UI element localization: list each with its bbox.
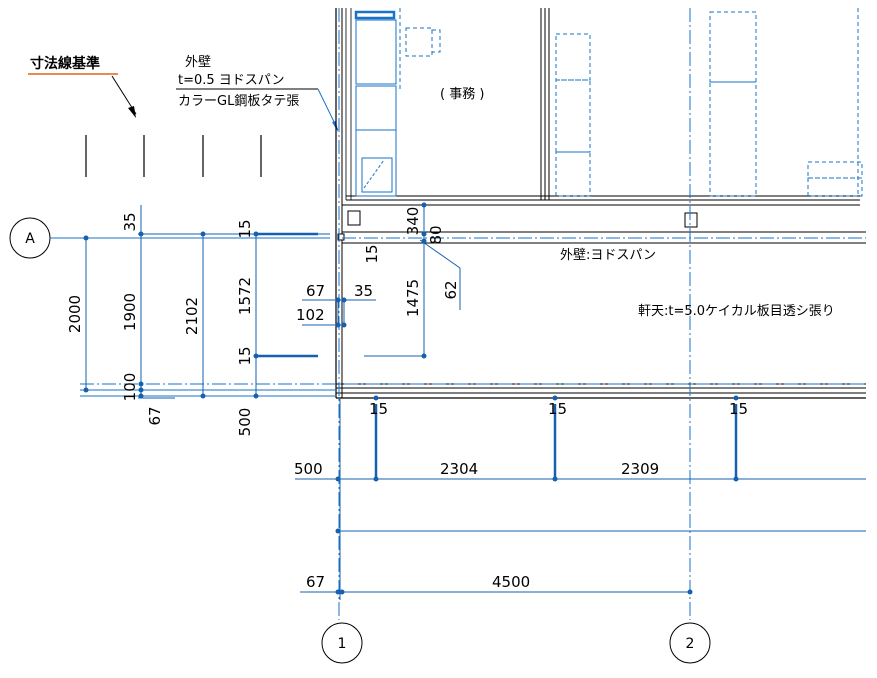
grid-bubble-1 xyxy=(321,622,363,664)
dim-62: 62 xyxy=(442,280,460,299)
dim-100: 100 xyxy=(121,373,139,402)
dim-67-bottom: 67 xyxy=(306,573,325,591)
dim-2102: 2102 xyxy=(183,297,201,335)
grid-label-2: 2 xyxy=(686,636,695,652)
grid-bubble-2 xyxy=(669,622,711,664)
mid-dimension-texts: 67 35 102 15 340 80 1475 62 xyxy=(296,207,460,324)
dim-2309: 2309 xyxy=(621,460,659,478)
grid-label-a: A xyxy=(25,231,35,247)
bottom-dimension-texts: 15 15 15 500 2304 2309 67 4500 xyxy=(294,400,748,591)
dim-80: 80 xyxy=(427,225,445,244)
post-mark-right xyxy=(684,212,698,228)
dim-15-bottom-3: 15 xyxy=(729,400,748,418)
dim-67-mid: 67 xyxy=(306,282,325,300)
dim-2000: 2000 xyxy=(66,295,84,333)
dim-15-bottom-1: 15 xyxy=(369,400,388,418)
cabinet-unit xyxy=(355,19,397,197)
furniture-dashed xyxy=(354,8,863,197)
wall-leader-head xyxy=(332,121,338,132)
grid-center-lines xyxy=(80,8,866,620)
dim-1900: 1900 xyxy=(121,293,139,331)
dim-1475: 1475 xyxy=(404,279,422,317)
dim-102: 102 xyxy=(296,306,325,324)
dim-35-left: 35 xyxy=(121,212,139,231)
dim-4500: 4500 xyxy=(492,573,530,591)
corner-mark xyxy=(337,233,345,241)
left-dimension-dots xyxy=(83,231,259,399)
grid-label-1: 1 xyxy=(338,636,347,652)
bottom-dimension-lines xyxy=(295,398,866,600)
dim-500-bottom: 500 xyxy=(294,460,323,478)
dim-67-left: 67 xyxy=(146,406,164,425)
wall-spec-2: カラーGL鋼板タテ張 xyxy=(178,94,299,109)
wall-title: 外壁 xyxy=(185,55,211,70)
dim-15-upper: 15 xyxy=(236,219,254,238)
dim-500-left: 500 xyxy=(236,408,254,437)
post-mark-left xyxy=(347,210,361,226)
room-label-office: ( 事務 ) xyxy=(440,87,484,102)
left-dimension-lines xyxy=(85,205,330,399)
mid-dimension-dots xyxy=(335,202,427,359)
eave-note: 軒天:t=5.0ケイカル板目透シ張り xyxy=(638,304,835,319)
dim-15-mid: 15 xyxy=(363,244,381,263)
baseline-ticks xyxy=(85,135,262,177)
left-dimension-texts: 35 2000 1900 2102 15 1572 15 100 67 500 xyxy=(66,212,254,436)
dim-15-bottom-2: 15 xyxy=(548,400,567,418)
dim-340: 340 xyxy=(404,207,422,236)
leader-arrow-head xyxy=(128,106,136,118)
building-outline xyxy=(335,8,866,399)
bottom-dimension-dots xyxy=(335,395,739,595)
wall-spec-1: t=0.5 ヨドスパン xyxy=(178,73,284,88)
dim-2304: 2304 xyxy=(440,460,478,478)
dim-1572: 1572 xyxy=(236,277,254,315)
dimension-baseline-note: 寸法線基準 xyxy=(30,55,100,72)
dim-15-lower: 15 xyxy=(236,346,254,365)
wall-note-right: 外壁:ヨドスパン xyxy=(560,248,656,263)
dim-35-mid: 35 xyxy=(354,282,373,300)
